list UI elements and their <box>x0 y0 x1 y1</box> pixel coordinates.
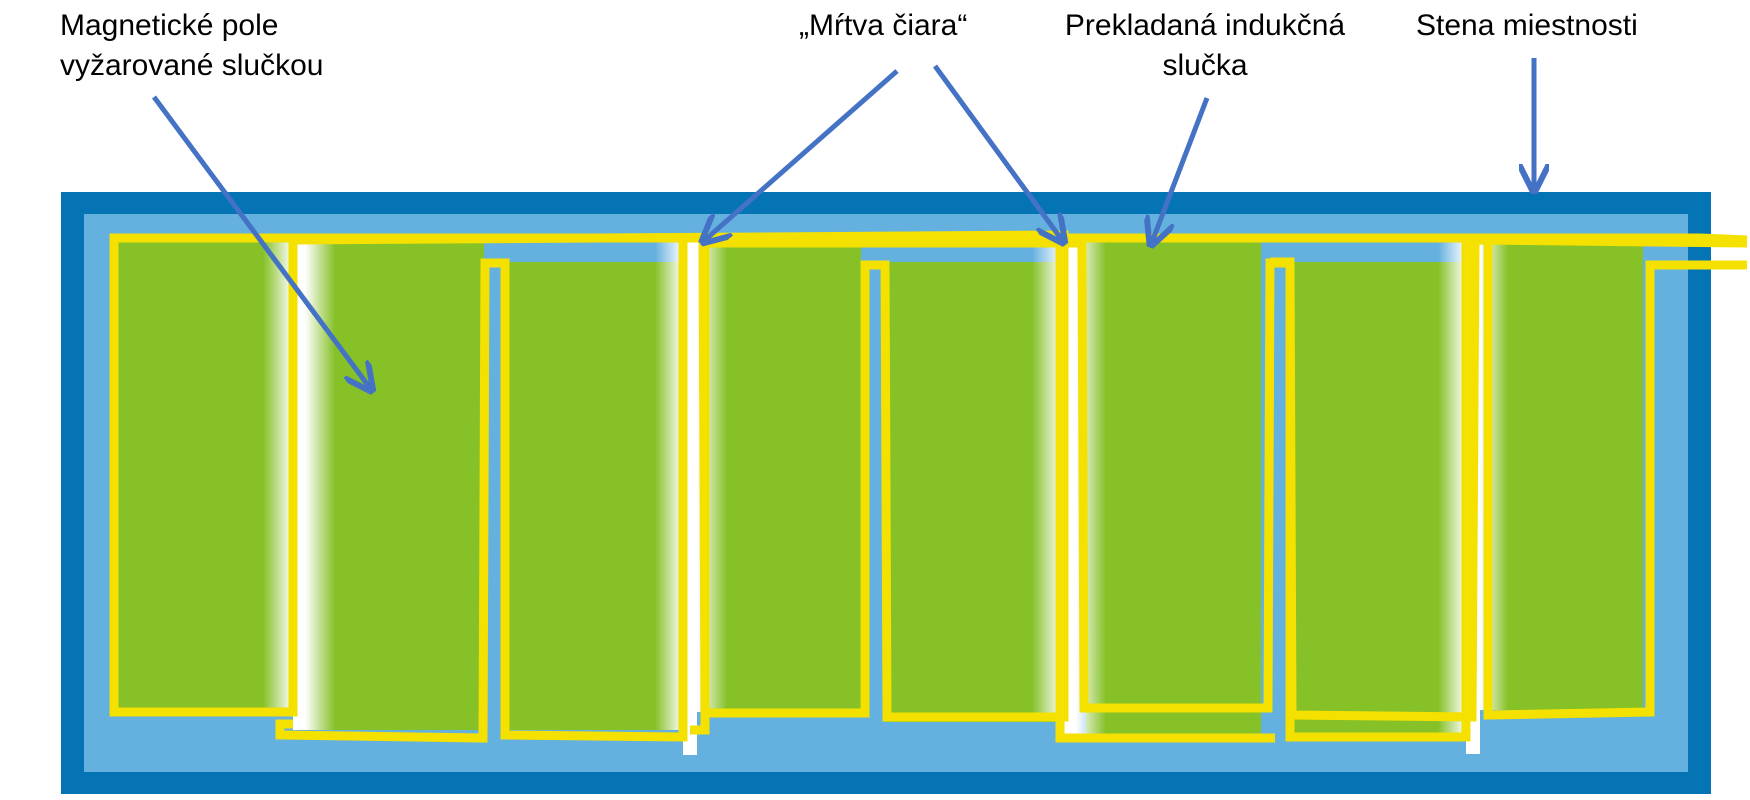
dead-zone-4-left <box>1438 240 1466 735</box>
overlapped-loop-label: Prekladaná indukčná slučka <box>1050 6 1360 86</box>
dead-zone-1-left <box>263 240 293 715</box>
magnetic-field-arrow <box>151 95 370 388</box>
dead-line-label: „Mŕtva čiara“ <box>799 9 968 42</box>
magnetic-field-label-line2: vyžarované slučkou <box>60 49 324 82</box>
dead-zone-2-left <box>655 240 683 730</box>
overlapped-loop-label-line1: Prekladaná indukčná <box>1064 9 1346 42</box>
field-strip-3 <box>505 262 683 730</box>
field-strip-8 <box>1485 240 1643 710</box>
induction-loop-wire <box>109 230 1748 743</box>
dead-line-arrow-left <box>705 69 899 240</box>
field-strip-7 <box>1290 262 1465 735</box>
loop-wire-b <box>1270 235 1747 742</box>
field-strip-4 <box>705 240 861 712</box>
overlapped-loop-label-line2: slučka <box>1162 49 1248 82</box>
dead-zone-1-right <box>305 240 335 730</box>
room-wall-label: Stena miestnosti <box>1416 9 1638 42</box>
overlapped-loop-arrow <box>1152 97 1210 242</box>
field-strip-5 <box>885 262 1055 722</box>
dead-line-arrow-right <box>932 64 1062 240</box>
loop-wire-b-segment-1 <box>1055 240 1275 743</box>
loop-wire-b-segment-3 <box>690 240 710 735</box>
field-strip-6 <box>1086 240 1261 735</box>
magnetic-field-strips <box>118 240 1643 735</box>
magnetic-field-label-line1: Magnetické pole <box>60 9 279 42</box>
magnetic-field-label: Magnetické pole vyžarované slučkou <box>60 6 323 86</box>
loop-wire-b-segment-2 <box>275 240 688 743</box>
pointer-arrows <box>151 58 1534 388</box>
